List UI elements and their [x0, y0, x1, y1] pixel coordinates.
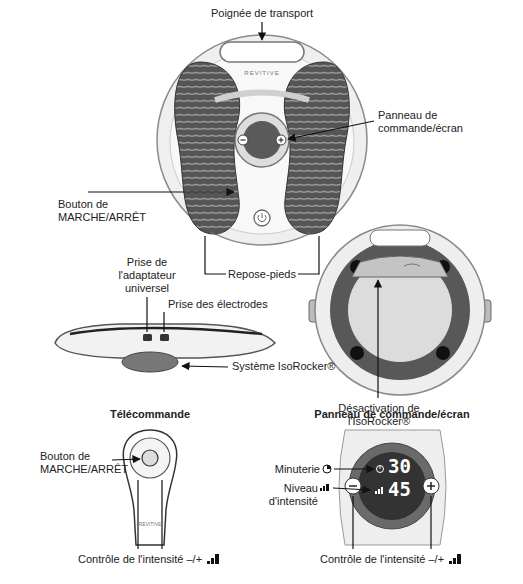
part-label: Bouton de MARCHE/ARRÊT	[40, 450, 114, 476]
section-title: Télécommande	[90, 408, 210, 421]
section-title: Panneau de commande/écran	[312, 408, 472, 421]
part-label: Poignée de transport	[192, 7, 332, 20]
brand-text: REVITIVE	[130, 521, 170, 527]
part-label: Système IsoRocker®	[232, 360, 352, 373]
intensity-icon	[206, 553, 222, 565]
part-label: Repose-pieds	[222, 268, 302, 281]
part-label: Panneau de commande/écran	[378, 109, 470, 135]
display-digits: 45	[388, 479, 422, 500]
part-label: Contrôle de l'intensité –/+	[320, 553, 444, 566]
part-label: Minuterie	[250, 463, 320, 476]
part-label: Prise de l'adaptateur universel	[104, 256, 190, 295]
part-label: Niveau d'intensité	[246, 482, 318, 508]
part-label: Bouton de MARCHE/ARRÊT	[58, 198, 142, 224]
part-label: Prise des électrodes	[168, 298, 288, 311]
display-digits: 30	[388, 456, 422, 477]
intensity-icon	[448, 553, 464, 565]
brand-text: REVITIVE	[232, 70, 292, 77]
part-label: Contrôle de l'intensité –/+	[78, 553, 202, 566]
